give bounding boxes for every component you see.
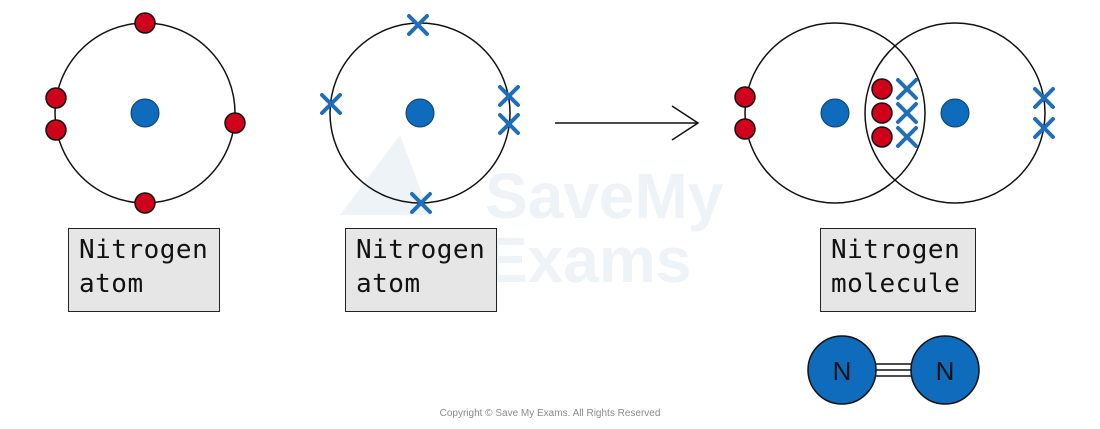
nitrogen-atom-dots: [45, 12, 246, 214]
label-line: Nitrogen: [831, 235, 961, 265]
electron-cross: [1033, 117, 1055, 139]
nucleus: [130, 98, 160, 128]
electron-dot: [134, 12, 156, 34]
label-line: atom: [79, 269, 144, 299]
svg-text:SaveMy: SaveMy: [485, 160, 724, 232]
nucleus: [940, 98, 970, 128]
svg-text:Exams: Exams: [485, 224, 691, 296]
electron-dot: [45, 87, 67, 109]
nitrogen-atom-crosses: [320, 14, 520, 214]
label-line: atom: [356, 269, 421, 299]
label-line: molecule: [831, 269, 961, 299]
atom-circle-right: [910, 335, 980, 405]
electron-cross: [896, 126, 918, 148]
electron-cross: [498, 113, 520, 135]
label-line: Nitrogen: [356, 235, 486, 265]
reaction-arrow: [555, 105, 700, 141]
label-line: Nitrogen: [79, 235, 209, 265]
electron-cross: [407, 14, 429, 36]
label-nitrogen-atom-left: Nitrogen atom: [68, 228, 220, 312]
electron-dot: [871, 78, 893, 100]
electron-cross: [320, 93, 342, 115]
electron-dot: [734, 86, 756, 108]
electron-cross: [896, 102, 918, 124]
electron-dot: [224, 112, 246, 134]
electron-cross: [896, 78, 918, 100]
electron-dot: [734, 118, 756, 140]
label-nitrogen-atom-middle: Nitrogen atom: [345, 228, 497, 312]
electron-cross: [410, 192, 432, 214]
copyright-notice: Copyright © Save My Exams. All Rights Re…: [439, 408, 661, 419]
electron-cross: [1033, 87, 1055, 109]
label-nitrogen-molecule: Nitrogen molecule: [820, 228, 976, 312]
atom-symbol-right: N: [936, 356, 955, 386]
electron-dot: [871, 102, 893, 124]
nucleus: [405, 98, 435, 128]
nucleus: [820, 98, 850, 128]
nitrogen-molecule: [734, 22, 1055, 204]
atom-circle-left: [807, 335, 877, 405]
electron-dot: [45, 119, 67, 141]
electron-dot: [871, 126, 893, 148]
electron-shell-right: [864, 22, 1046, 204]
electron-dot: [134, 192, 156, 214]
electron-cross: [498, 85, 520, 107]
watermark-logo: SaveMy Exams: [340, 135, 724, 296]
structural-formula: N N: [807, 335, 980, 405]
electron-shell-left: [744, 22, 926, 204]
atom-symbol-left: N: [833, 356, 852, 386]
